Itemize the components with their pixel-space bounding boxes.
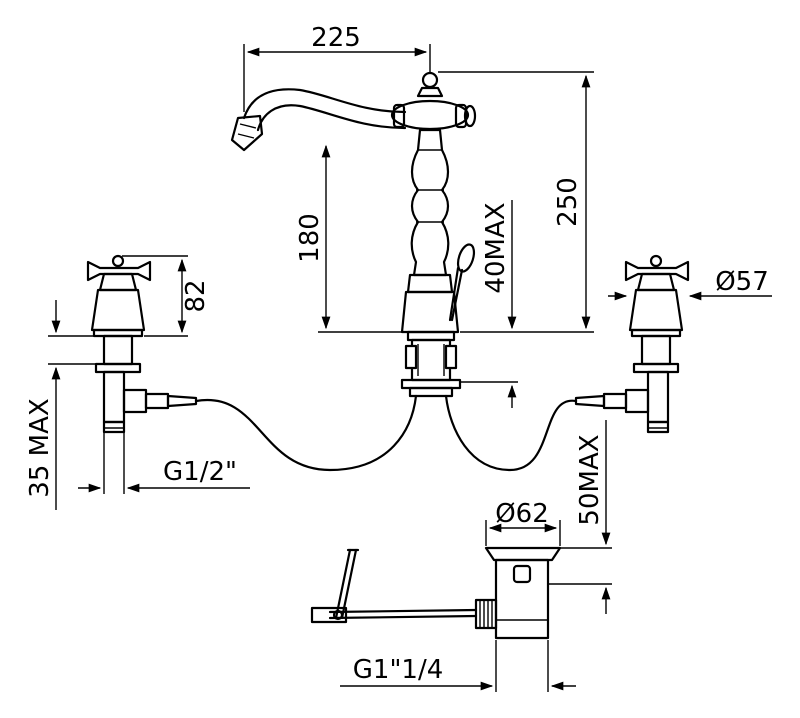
- dim-handle-diameter: Ø57: [715, 267, 769, 297]
- right-handle-valve: [574, 254, 690, 434]
- dim-spout-reach: 225: [311, 23, 361, 53]
- dim-deck-thickness-main: 40MAX: [481, 202, 511, 293]
- dim-inlet-thread: G1/2": [163, 457, 237, 487]
- dimension-labels: 225 250 180 40MAX 82 Ø57 35 MAX G1/2" 50…: [25, 23, 769, 685]
- dim-deck-thickness-side: 35 MAX: [25, 398, 55, 497]
- left-handle-valve: [86, 254, 198, 434]
- popup-waste: [310, 546, 562, 640]
- spout-body: [230, 71, 477, 398]
- flex-hoses: [194, 394, 578, 472]
- dim-basin-thickness: 50MAX: [575, 434, 605, 525]
- dimension-lines: [48, 44, 772, 692]
- dim-total-height: 250: [553, 177, 583, 227]
- dim-spout-height: 180: [295, 213, 325, 263]
- dim-waste-diameter: Ø62: [495, 499, 549, 529]
- dim-waste-thread: G1"1/4: [353, 655, 444, 685]
- dim-handle-height: 82: [181, 279, 211, 312]
